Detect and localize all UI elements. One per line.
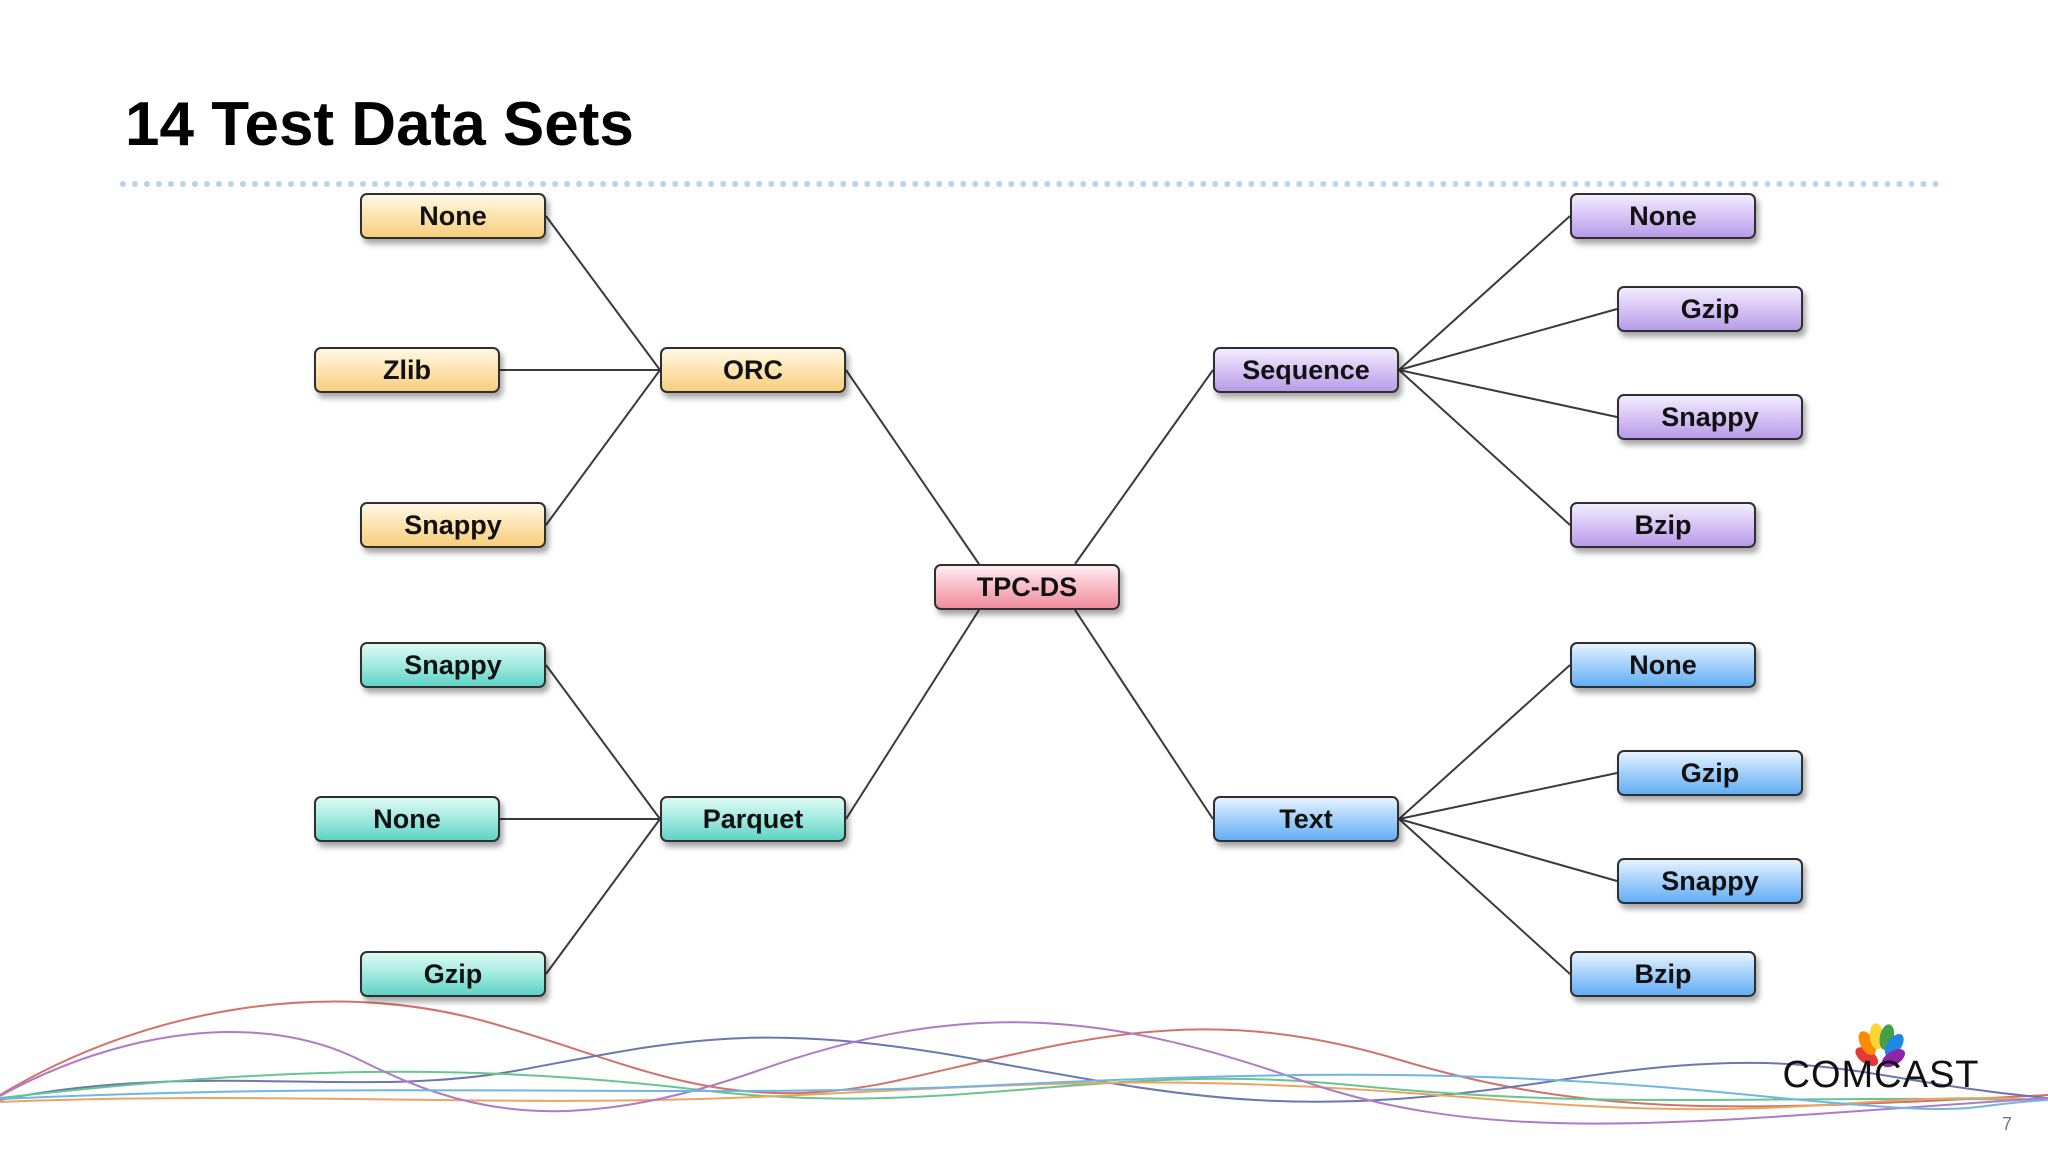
decorative-waves (0, 1000, 2048, 1125)
node-orc-zlib: Zlib (314, 347, 500, 393)
edge-sequence-child-1 (1398, 308, 1618, 371)
edge-text-child-1 (1398, 772, 1618, 820)
node-orc-snappy: Snappy (360, 502, 546, 548)
node-orc: ORC (660, 347, 846, 393)
edge-sequence-child-0 (1398, 215, 1571, 371)
node-parquet-none: None (314, 796, 500, 842)
edge-parquet-child-0 (545, 664, 661, 820)
node-sequence: Sequence (1213, 347, 1399, 393)
comcast-peacock-icon (1855, 1023, 1905, 1068)
edge-root-parquet (845, 609, 980, 820)
node-parquet: Parquet (660, 796, 846, 842)
edge-text-child-0 (1398, 664, 1571, 820)
node-text-bzip: Bzip (1570, 951, 1756, 997)
edge-sequence-child-3 (1398, 369, 1571, 526)
node-orc-none: None (360, 193, 546, 239)
edge-root-orc (845, 369, 980, 565)
comcast-logo: COMCAST (1776, 1012, 1986, 1102)
page-number: 7 (2001, 1114, 2012, 1134)
edge-sequence-child-2 (1398, 369, 1618, 418)
edge-parquet-child-2 (545, 818, 661, 975)
edge-orc-child-0 (545, 215, 661, 371)
edge-root-sequence (1074, 369, 1214, 565)
node-tpcds: TPC-DS (934, 564, 1120, 610)
edge-text-child-2 (1398, 818, 1618, 882)
node-sequence-snappy: Snappy (1617, 394, 1803, 440)
node-sequence-none: None (1570, 193, 1756, 239)
slide-title: 14 Test Data Sets (125, 90, 634, 159)
title-divider (120, 181, 1940, 187)
node-text-snappy: Snappy (1617, 858, 1803, 904)
node-text: Text (1213, 796, 1399, 842)
edge-orc-child-2 (545, 369, 661, 526)
node-sequence-gzip: Gzip (1617, 286, 1803, 332)
edge-text-child-3 (1398, 818, 1571, 975)
node-parquet-gzip: Gzip (360, 951, 546, 997)
edge-root-text (1074, 609, 1214, 820)
node-text-none: None (1570, 642, 1756, 688)
node-parquet-snappy: Snappy (360, 642, 546, 688)
node-sequence-bzip: Bzip (1570, 502, 1756, 548)
logo-wordmark: COMCAST (1782, 1054, 1980, 1096)
node-text-gzip: Gzip (1617, 750, 1803, 796)
